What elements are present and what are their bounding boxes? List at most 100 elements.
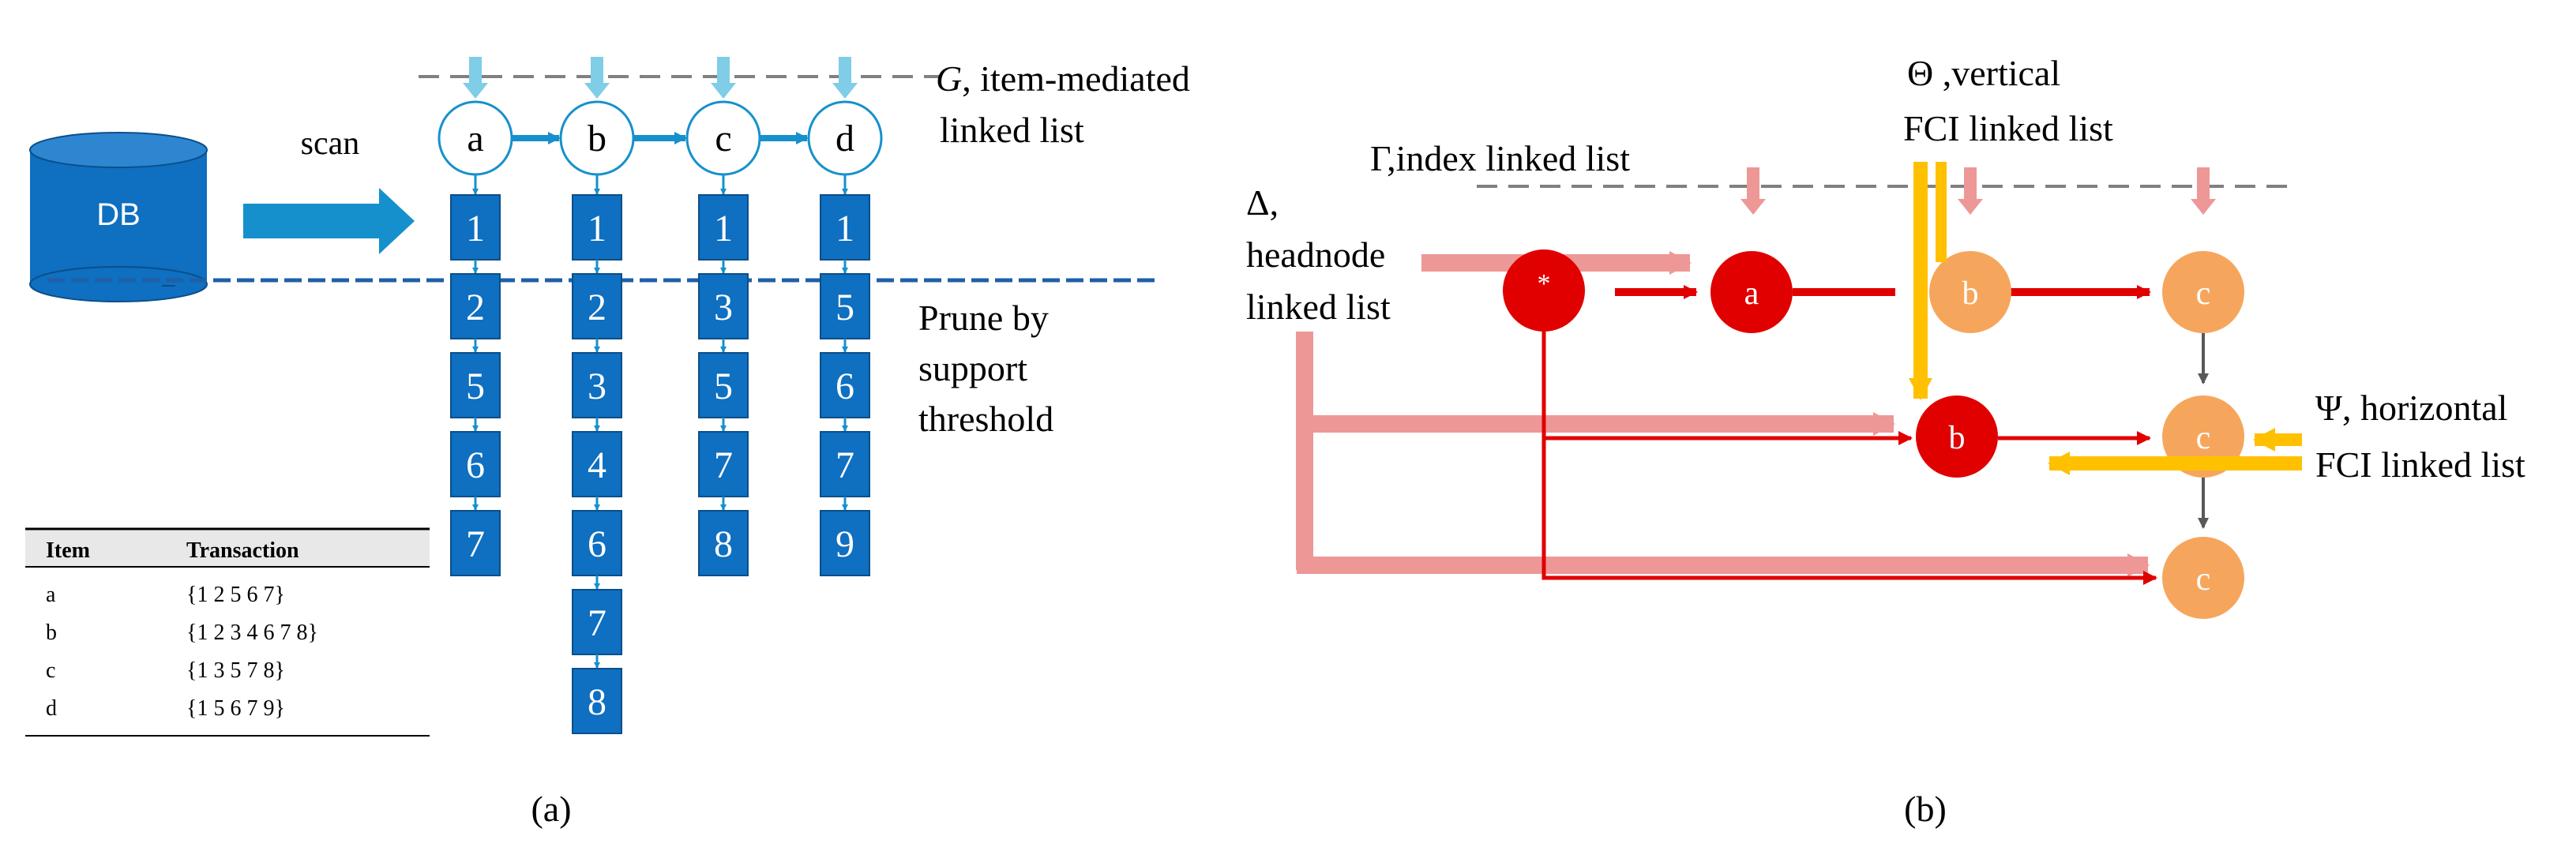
- g-list-label: G, item-mediated: [936, 58, 1190, 99]
- tid-label: 6: [588, 523, 606, 565]
- tid-label: 1: [466, 208, 485, 249]
- item-column-a: a 1 2 5 6 7: [437, 57, 561, 576]
- node-root: *: [1503, 249, 1585, 332]
- prune-label-line1: Prune by: [918, 298, 1049, 338]
- panel-a: DB scan G, item-mediated linked list Pru…: [25, 57, 1190, 829]
- tid-box: [572, 668, 622, 734]
- table-header-transaction: Transaction: [186, 538, 299, 563]
- tid-label: 6: [466, 444, 485, 486]
- tid-label: 7: [836, 444, 854, 486]
- tid-label: 3: [588, 366, 606, 407]
- tid-box: [820, 510, 870, 576]
- tid-box: [572, 273, 622, 339]
- tid-label: 8: [714, 523, 733, 565]
- index-arrows: [1740, 167, 2216, 215]
- tid-box: [820, 273, 870, 339]
- tid-label: 7: [588, 602, 606, 644]
- tid-label: 2: [466, 287, 485, 328]
- node-c-bot-label: c: [2196, 561, 2211, 598]
- node-a: a: [1710, 251, 1793, 333]
- tid-box: [450, 273, 501, 339]
- headnode-label-line1: Δ,: [1246, 182, 1279, 223]
- vertical-label-line1: Θ ,vertical: [1907, 53, 2060, 93]
- tid-label: 4: [588, 444, 606, 486]
- table-cell-transaction: {1 3 5 7 8}: [186, 658, 285, 683]
- node-b-top-label: b: [1962, 276, 1979, 312]
- tid-label: 5: [714, 366, 733, 407]
- head-pointer-arrowhead: [463, 83, 488, 99]
- prune-label-line2: support: [918, 348, 1027, 388]
- caption-b: (b): [1904, 789, 1947, 829]
- table-row: d {1 5 6 7 9}: [46, 696, 285, 721]
- head-pointer-arrowhead: [711, 83, 736, 99]
- tid-label: 9: [836, 523, 854, 565]
- scan-arrow: scan: [243, 126, 415, 254]
- scan-label: scan: [301, 126, 360, 162]
- item-columns: a 1 2 5 6 7 b 1 2 3 4 6 7 8 c 1 3 5 7 8 d 1 5 6 7 9: [437, 57, 883, 734]
- node-c-mid-label: c: [2196, 420, 2211, 456]
- tid-box: [450, 194, 501, 261]
- node-b-mid: b: [1916, 396, 1998, 478]
- tid-box: [572, 431, 622, 497]
- table-cell-transaction: {1 5 6 7 9}: [186, 696, 285, 721]
- db-label: DB: [96, 197, 141, 232]
- g-symbol: G: [936, 58, 962, 99]
- prune-label-line3: threshold: [918, 399, 1053, 439]
- g-label-line2: linked list: [940, 110, 1084, 150]
- tid-box: [698, 352, 749, 418]
- horizontal-label-line2: FCI linked list: [2315, 444, 2525, 485]
- table-cell-transaction: {1 2 3 4 6 7 8}: [186, 620, 318, 645]
- tid-label: 8: [588, 681, 606, 723]
- node-b-mid-label: b: [1949, 420, 1966, 456]
- horizontal-label-line1: Ψ, horizontal: [2315, 388, 2507, 428]
- node-c-top-label: c: [2196, 276, 2211, 312]
- horizontal-fci-arrows: [2048, 428, 2302, 475]
- table-cell-item: c: [46, 658, 55, 683]
- tid-box: [698, 431, 749, 497]
- node-c-bot: c: [2162, 537, 2244, 619]
- item-node-label: b: [588, 118, 606, 159]
- tid-box: [572, 510, 622, 576]
- vertical-fci-arrows: [1909, 162, 1947, 400]
- node-a-label: a: [1744, 276, 1759, 312]
- tid-label: 1: [714, 208, 733, 249]
- tid-label: 7: [466, 523, 485, 565]
- caption-a: (a): [531, 789, 571, 829]
- item-node-label: d: [836, 118, 854, 159]
- tid-label: 5: [466, 366, 485, 407]
- tid-label: 1: [836, 208, 854, 249]
- table-header-item: Item: [46, 538, 90, 563]
- tid-box: [572, 352, 622, 418]
- item-node-label: c: [715, 118, 731, 159]
- table-row: c {1 3 5 7 8}: [46, 658, 285, 683]
- tid-box: [820, 431, 870, 497]
- table-rows: a{1 2 5 6 7} b {1 2 3 4 6 7 8} c {1 3 5 7 8}…: [46, 583, 318, 721]
- head-pointer-arrowhead: [584, 83, 610, 99]
- tid-label: 3: [714, 287, 733, 328]
- database-cylinder: DB: [29, 132, 208, 302]
- tid-label: 1: [588, 208, 606, 249]
- item-transaction-table: Item Transaction a{1 2 5 6 7} b {1 2 3 4 6…: [25, 527, 430, 737]
- table-cell-item: b: [46, 620, 57, 645]
- table-row: b {1 2 3 4 6 7 8}: [46, 620, 318, 645]
- panel-b: * a b c b c c: [1246, 53, 2525, 829]
- table-cell-item: a: [46, 583, 56, 607]
- tid-label: 5: [836, 287, 854, 328]
- g-label-line1: , item-mediated: [962, 58, 1190, 99]
- tid-box: [698, 510, 749, 576]
- node-c-top: c: [2162, 251, 2244, 333]
- vertical-label-line2: FCI linked list: [1903, 108, 2113, 148]
- table-cell-item: d: [46, 696, 57, 721]
- node-b-top: b: [1929, 251, 2011, 333]
- table-row: a{1 2 5 6 7}: [46, 583, 285, 607]
- tid-box: [450, 510, 501, 576]
- item-column-d: d 1 5 6 7 9: [807, 57, 883, 576]
- index-list-label: Γ,index linked list: [1370, 138, 1630, 178]
- tid-label: 6: [836, 366, 854, 407]
- node-root-label: *: [1538, 269, 1551, 298]
- tid-box: [820, 194, 870, 261]
- item-node-label: a: [467, 118, 483, 159]
- tid-label: 7: [714, 444, 733, 486]
